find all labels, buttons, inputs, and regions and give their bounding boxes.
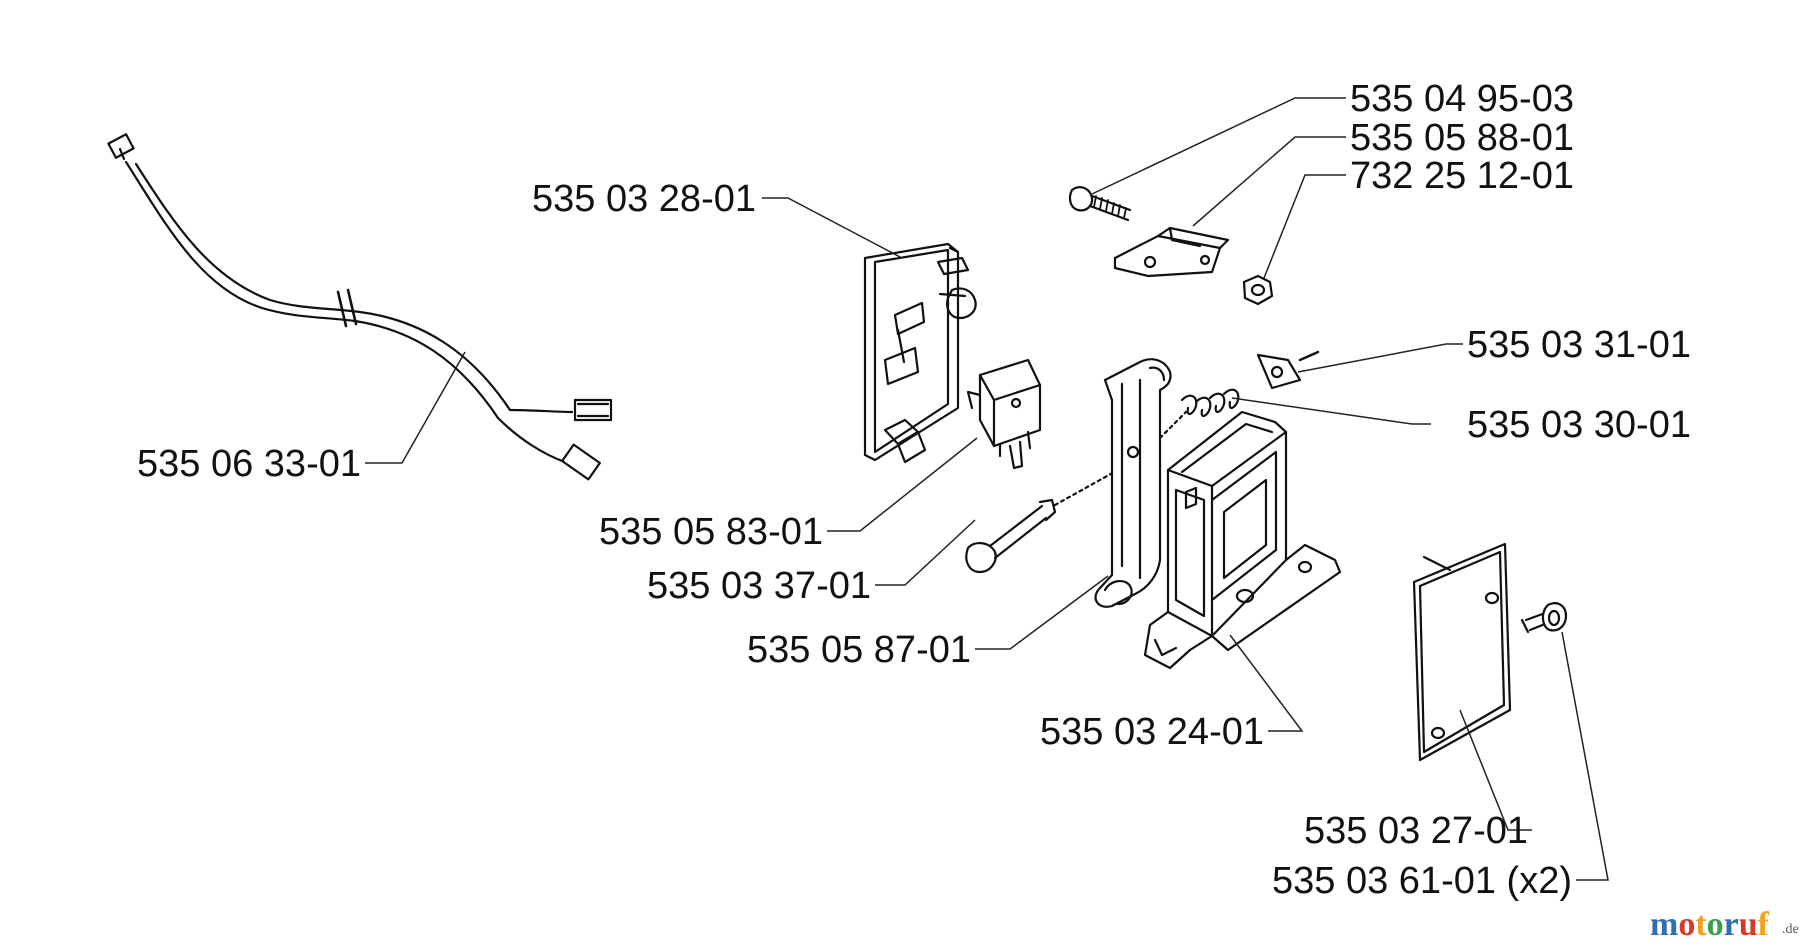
leader-lines <box>365 97 1609 881</box>
part-label-535-05-88-01: 535 05 88-01 <box>1350 117 1574 159</box>
cover-screw <box>1520 602 1568 634</box>
screw <box>1068 186 1132 222</box>
wire-harness <box>107 133 613 481</box>
watermark-letter: f <box>1758 906 1770 943</box>
part-label-535-03-61-01: 535 03 61-01 (x2) <box>1272 860 1572 902</box>
part-label-535-05-83-01: 535 05 83-01 <box>599 511 823 553</box>
watermark-letter: t <box>1695 906 1707 943</box>
watermark-letter: u <box>1739 906 1758 943</box>
switch-bracket-plate <box>863 242 977 464</box>
part-label-535-03-37-01: 535 03 37-01 <box>647 565 871 607</box>
part-label-535-03-28-01: 535 03 28-01 <box>532 178 756 220</box>
small-plate <box>1256 350 1320 390</box>
part-label-535-03-30-01: 535 03 30-01 <box>1467 404 1691 446</box>
part-label-732-25-12-01: 732 25 12-01 <box>1350 155 1574 197</box>
hex-nut <box>1242 274 1274 306</box>
watermark-letter: o <box>1678 906 1695 943</box>
shoulder-bolt <box>965 464 1127 574</box>
watermark-suffix: .de <box>1782 922 1799 937</box>
compression-spring <box>1158 388 1240 440</box>
switch-housing-frame <box>1143 410 1342 670</box>
cover-plate <box>1412 542 1512 762</box>
angle-bracket <box>1113 226 1230 278</box>
part-label-535-04-95-03: 535 04 95-03 <box>1350 78 1574 120</box>
watermark-letter: r <box>1724 906 1739 943</box>
watermark-letter: m <box>1650 906 1678 943</box>
watermark-logo: motoruf <box>1650 906 1770 943</box>
spring-lever <box>1094 358 1172 608</box>
part-labels: 535 04 95-03 535 05 88-01 732 25 12-01 5… <box>137 78 1691 902</box>
motoruf-watermark: motoruf .de <box>1650 906 1799 943</box>
part-label-535-06-33-01: 535 06 33-01 <box>137 443 361 485</box>
part-label-535-05-87-01: 535 05 87-01 <box>747 629 971 671</box>
part-label-535-03-31-01: 535 03 31-01 <box>1467 324 1691 366</box>
part-label-535-03-24-01: 535 03 24-01 <box>1040 711 1264 753</box>
watermark-letter: o <box>1707 906 1724 943</box>
micro-switch <box>966 358 1042 470</box>
part-label-535-03-27-01: 535 03 27-01 <box>1304 810 1528 852</box>
